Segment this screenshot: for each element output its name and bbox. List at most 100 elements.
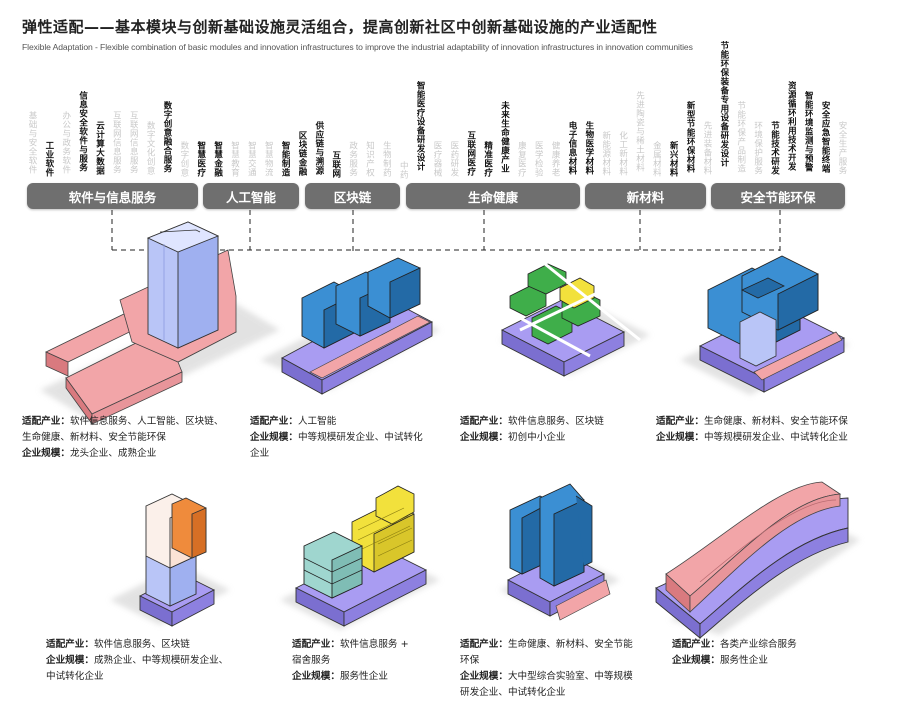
industry-label: 适配产业：: [250, 416, 298, 427]
category-pill-life-health: 生命健康: [406, 183, 580, 209]
industry-tag: 金属材料: [651, 141, 662, 177]
building-7-blue-twin: [500, 483, 620, 621]
industry-tag: 智慧金融: [212, 141, 223, 177]
caption-case-6: 适配产业：软件信息服务 + 宿舍服务 企业规模：服务性企业: [292, 637, 418, 685]
industry-tag: 电子信息材料: [567, 121, 577, 175]
industry-label: 适配产业：: [460, 639, 508, 650]
scale-label: 企业规模：: [460, 671, 508, 682]
industry-tag: 工业软件: [43, 141, 54, 177]
industry-tag: 先进装备材料: [702, 121, 712, 175]
industry-tag: 区块链金融: [297, 131, 307, 176]
scale-value: 初创中小企业: [507, 432, 566, 443]
industry-label: 适配产业：: [292, 639, 340, 650]
category-pill-blockchain: 区块链: [305, 183, 400, 209]
scale-value: 龙头企业、成熟企业: [69, 448, 157, 459]
scale-label: 企业规模：: [46, 655, 94, 666]
caption-case-3: 适配产业：软件信息服务、区块链 企业规模：初创中小企业: [460, 414, 640, 446]
industry-value: 各类产业综合服务: [719, 639, 797, 650]
building-2-blue-blocks: [260, 257, 440, 395]
scale-label: 企业规模：: [292, 671, 340, 682]
building-8-curved-ribbon: [655, 481, 860, 639]
industry-tag: 安全应急智能终端: [820, 101, 831, 173]
industry-tag: 互联网信息服务: [111, 111, 122, 174]
industry-tag: 化工新材料: [617, 131, 628, 176]
industry-tag: 互联网医疗: [465, 131, 476, 176]
page-subtitle: Flexible Adaptation - Flexible combinati…: [22, 42, 693, 52]
industry-tag: 云计算大数据: [94, 121, 105, 175]
industry-tag: 康复医疗: [516, 141, 527, 177]
industry-tag: 精准医疗: [482, 141, 493, 177]
scale-value: 服务性企业: [719, 655, 768, 666]
industry-tag: 互联网信息服务: [128, 111, 139, 174]
industry-label: 适配产业：: [656, 416, 704, 427]
industry-tag: 医疗器械: [432, 141, 442, 177]
industry-tag: 医学检验: [533, 141, 544, 177]
scale-value: 中等规模研发企业、中试转化企业: [250, 432, 423, 459]
industry-value: 人工智能: [297, 416, 337, 427]
scale-label: 企业规模：: [460, 432, 508, 443]
industry-tag: 医药研发: [448, 141, 459, 177]
industry-tag: 智慧交通: [246, 141, 257, 177]
industry-tag: 健康养老: [550, 141, 561, 177]
industry-tag: 环境保护服务: [752, 121, 763, 175]
industry-label: 适配产业：: [46, 639, 94, 650]
industry-tag: 智慧物流: [263, 141, 274, 177]
industry-tag: 新能源材料: [600, 131, 611, 176]
industry-tag: 信息安全软件与服务: [77, 91, 88, 172]
industry-value: 生命健康、新材料、安全节能环保: [460, 639, 633, 666]
industry-label: 适配产业：: [460, 416, 508, 427]
connector-lines: [111, 210, 781, 255]
industry-tag: 安全生产服务: [837, 121, 847, 175]
page-title: 弹性适配——基本模块与创新基础设施灵活组合，提高创新社区中创新基础设施的产业适配…: [22, 18, 658, 36]
industry-tag: 基础与安全软件: [27, 111, 37, 174]
industry-tag: 数字文化创意: [145, 121, 156, 175]
industry-tag: 数字创意融合服务: [162, 101, 172, 173]
scale-label: 企业规模：: [22, 448, 70, 459]
industry-tag: 生物制药: [381, 141, 392, 177]
scale-value: 成熟企业、中等规模研发企业、中试转化企业: [46, 655, 229, 682]
industry-tag: 节能技术研发: [769, 121, 780, 175]
scale-value: 大中型综合实验室、中等规模研发企业、中试转化企业: [460, 671, 633, 698]
scale-value: 服务性企业: [339, 671, 388, 682]
industry-value: 软件信息服务 + 宿舍服务: [292, 639, 409, 666]
building-4-blue-ring: [680, 255, 850, 395]
category-pill-safety-energy: 安全节能环保: [711, 183, 845, 209]
industry-tag: 办公与政务软件: [60, 111, 71, 174]
building-6-lattice: [280, 485, 440, 630]
category-pill-new-materials: 新材料: [585, 183, 706, 209]
industry-tag: 中药: [398, 161, 409, 179]
category-pill-software: 软件与信息服务: [27, 183, 198, 209]
industry-tag: 智能医疗设备研发设计: [415, 81, 426, 171]
building-3-green-grid: [497, 258, 650, 377]
industry-tag: 先进陶瓷与稀土材料: [634, 91, 645, 172]
caption-case-5: 适配产业：软件信息服务、区块链 企业规模：成熟企业、中等规模研发企业、中试转化企…: [46, 637, 234, 685]
industry-tag: 互联网: [330, 151, 341, 178]
industry-tag: 节能环保装备专用设备研发设计: [718, 41, 729, 167]
industry-tag: 智能制造: [280, 141, 291, 177]
caption-case-8: 适配产业：各类产业综合服务 企业规模：服务性企业: [672, 637, 868, 669]
caption-case-4: 适配产业：生命健康、新材料、安全节能环保 企业规模：中等规模研发企业、中试转化企…: [656, 414, 852, 446]
industry-tag: 资源循环利用技术开发: [786, 81, 797, 171]
industry-tag: 节能环保产品制造: [735, 101, 746, 173]
caption-case-2: 适配产业：人工智能 企业规模：中等规模研发企业、中试转化企业: [250, 414, 430, 462]
industry-tag: 未来生命健康产业: [499, 101, 510, 173]
industry-tag: 政务服务: [347, 141, 358, 177]
industry-tag: 新型节能环保材料: [685, 101, 696, 173]
industry-tag: 智慧教育: [229, 141, 240, 177]
industry-tag: 智能环境监测与预警: [803, 91, 814, 172]
industry-value: 软件信息服务、区块链: [93, 639, 190, 650]
industry-value: 软件信息服务、区块链: [507, 416, 604, 427]
industry-tag: 知识产权: [364, 141, 375, 177]
category-pill-ai: 人工智能: [203, 183, 299, 209]
scale-label: 企业规模：: [656, 432, 704, 443]
industry-tag: 生物医学材料: [583, 121, 594, 175]
industry-tag: 智慧医疗: [195, 141, 206, 177]
scale-value: 中等规模研发企业、中试转化企业: [703, 432, 848, 443]
caption-case-7: 适配产业：生命健康、新材料、安全节能环保 企业规模：大中型综合实验室、中等规模研…: [460, 637, 636, 701]
caption-case-1: 适配产业：软件信息服务、人工智能、区块链、生命健康、新材料、安全节能环保 企业规…: [22, 414, 232, 462]
industry-label: 适配产业：: [672, 639, 720, 650]
scale-label: 企业规模：: [672, 655, 720, 666]
industry-value: 生命健康、新材料、安全节能环保: [703, 416, 848, 427]
industry-tag: 供应链与溯源: [313, 121, 324, 175]
